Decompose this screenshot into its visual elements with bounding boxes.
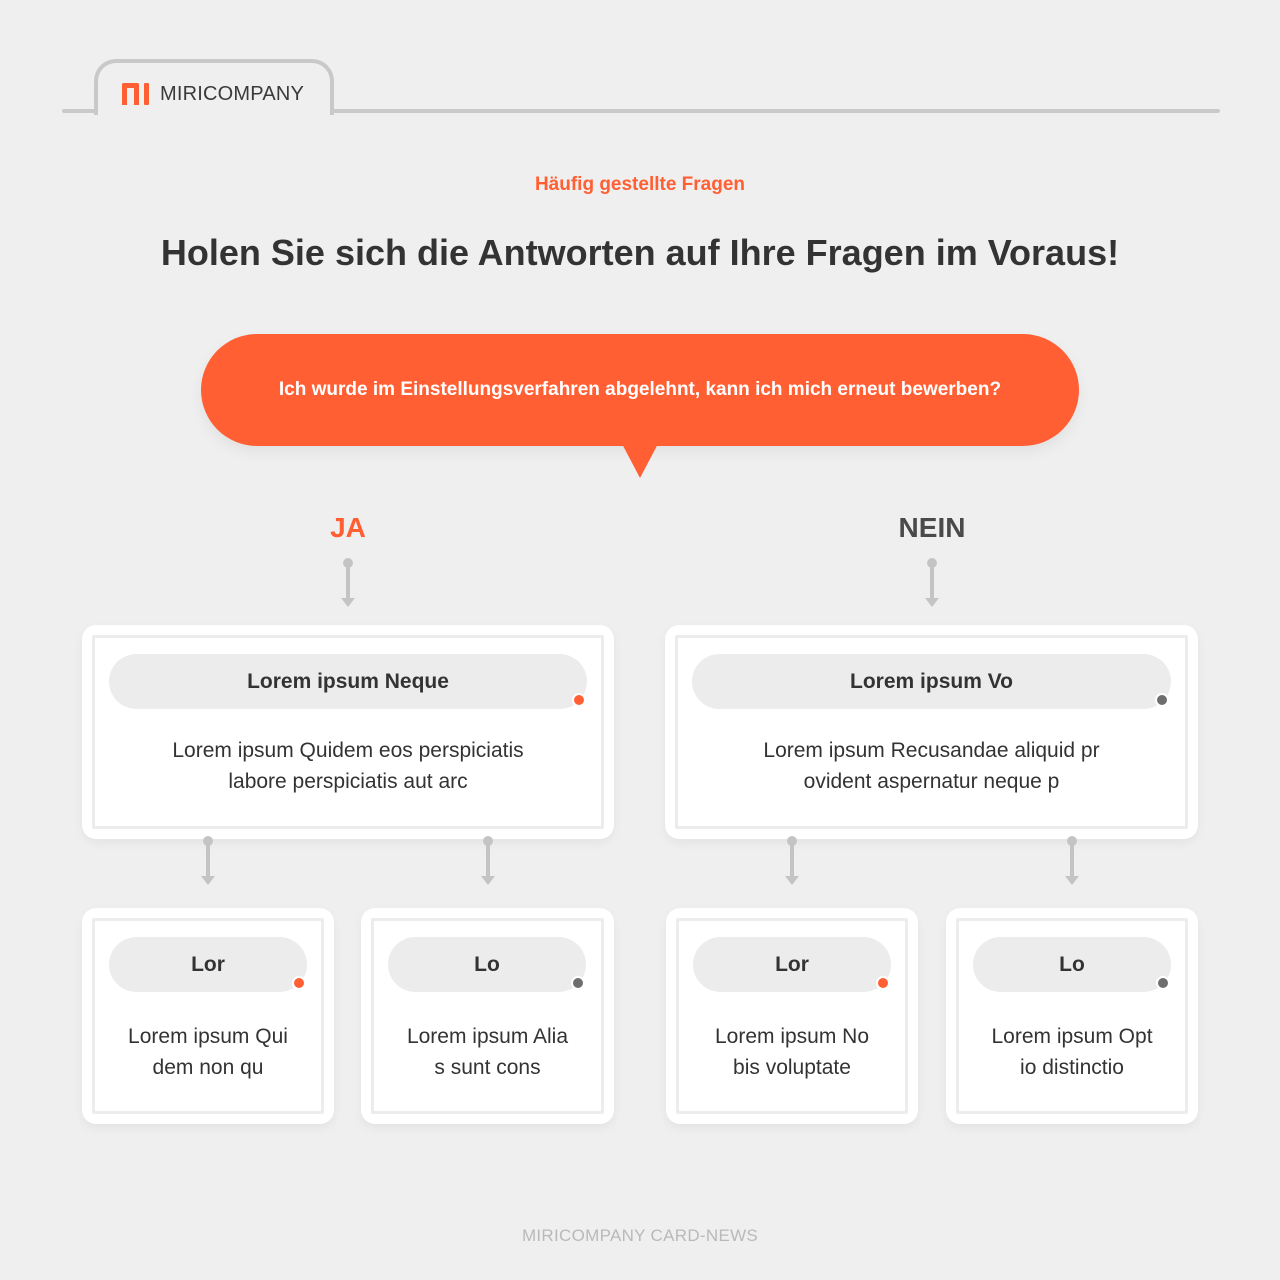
card-title-pill: Lo <box>388 937 586 992</box>
card-title-pill: Lor <box>109 937 307 992</box>
brand: MIRICOMPANY <box>122 82 304 106</box>
answer-card-yes: Lorem ipsum Neque Lorem ipsum Quidem eos… <box>82 625 614 839</box>
status-dot <box>1156 976 1170 990</box>
card-title-pill: Lorem ipsum Neque <box>109 654 587 709</box>
card-title: Lor <box>775 952 809 976</box>
card-text: Lorem ipsum No bis voluptate <box>714 1025 870 1079</box>
card-title: Lor <box>191 952 225 976</box>
question-bubble: Ich wurde im Einstellungsverfahren abgel… <box>201 334 1079 446</box>
branch-label-no: NEIN <box>898 512 966 543</box>
status-dot <box>876 976 890 990</box>
card-title: Lo <box>1059 952 1085 976</box>
answer-card-no: Lorem ipsum Vo Lorem ipsum Recusandae al… <box>665 625 1198 839</box>
question-text: Ich wurde im Einstellungsverfahren abgel… <box>278 379 1002 400</box>
card-title: Lorem ipsum Vo <box>850 669 1013 693</box>
arrow-down-icon <box>925 558 939 608</box>
card-title: Lorem ipsum Neque <box>247 669 449 693</box>
miricompany-logo-icon <box>122 83 150 105</box>
brand-name: MIRICOMPANY <box>160 82 305 105</box>
sub-card-no-a: Lor Lorem ipsum No bis voluptate <box>666 908 918 1124</box>
card-title-pill: Lor <box>693 937 891 992</box>
header-rule-right <box>330 109 1220 113</box>
card-text: Lorem ipsum Recusandae aliquid pr oviden… <box>763 739 1100 793</box>
status-dot <box>572 693 586 707</box>
sub-card-yes-a: Lor Lorem ipsum Qui dem non qu <box>82 908 334 1124</box>
arrow-down-icon <box>481 836 495 886</box>
card-text: Lorem ipsum Alia s sunt cons <box>406 1025 569 1079</box>
arrow-down-icon <box>341 558 355 608</box>
card-title-pill: Lorem ipsum Vo <box>692 654 1171 709</box>
arrow-down-icon <box>785 836 799 886</box>
card-text: Lorem ipsum Quidem eos perspiciatis labo… <box>172 739 524 793</box>
page-subtitle: Häufig gestellte Fragen <box>534 174 746 195</box>
status-dot <box>571 976 585 990</box>
card-text: Lorem ipsum Opt io distinctio <box>991 1025 1153 1079</box>
status-dot <box>1155 693 1169 707</box>
sub-card-yes-b: Lo Lorem ipsum Alia s sunt cons <box>361 908 614 1124</box>
arrow-down-icon <box>201 836 215 886</box>
footer-text: MIRICOMPANY CARD-NEWS <box>521 1226 759 1245</box>
page-title: Holen Sie sich die Antworten auf Ihre Fr… <box>160 232 1120 273</box>
sub-card-no-b: Lo Lorem ipsum Opt io distinctio <box>946 908 1198 1124</box>
card-text: Lorem ipsum Qui dem non qu <box>128 1025 288 1079</box>
header-rule-left <box>62 109 98 113</box>
arrow-down-icon <box>1065 836 1079 886</box>
branch-label-yes: JA <box>330 512 366 543</box>
card-title: Lo <box>474 952 500 976</box>
card-title-pill: Lo <box>973 937 1171 992</box>
status-dot <box>292 976 306 990</box>
bubble-tail <box>620 440 660 478</box>
